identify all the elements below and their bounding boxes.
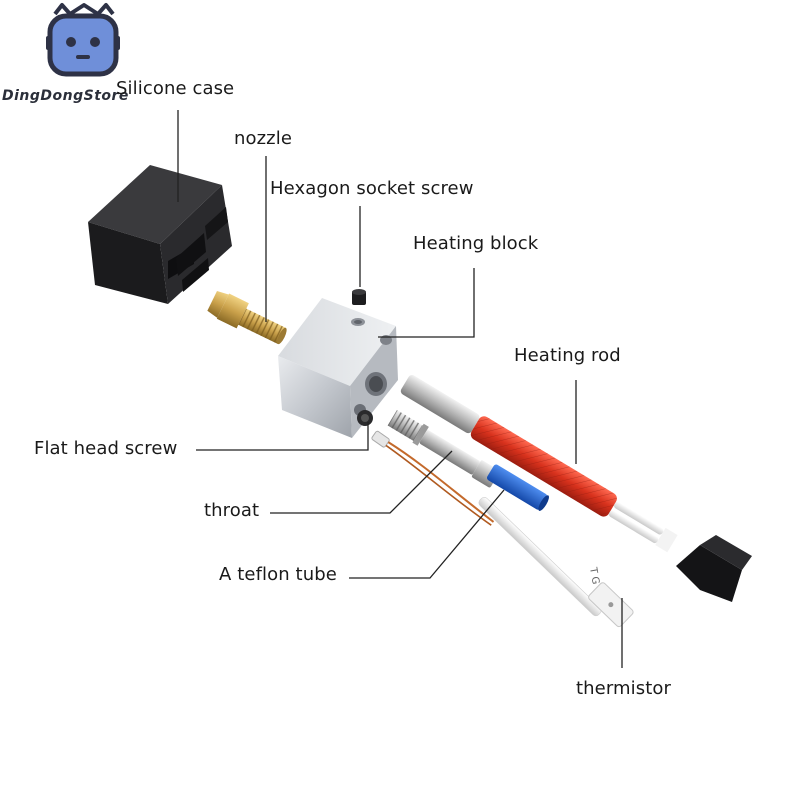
flat-head-screw [357,410,373,426]
label-throat: throat [204,500,260,521]
robot-mascot-icon [46,3,120,77]
label-nozzle: nozzle [234,128,292,149]
label-heating-block: Heating block [413,233,539,254]
label-silicone-case: Silicone case [116,78,235,99]
silicone-case [88,165,232,304]
leader-lines [177,110,623,668]
label-heating-rod: Heating rod [514,345,621,366]
nozzle [207,290,287,345]
label-teflon-tube: A teflon tube [219,564,337,585]
label-hexagon-socket-screw: Hexagon socket screw [270,178,474,199]
brand-logo [46,3,120,77]
heating-block [278,298,398,438]
teflon-tube [486,464,549,511]
label-thermistor: thermistor [576,678,672,699]
hexagon-socket-screw [352,289,366,305]
heating-rod [400,375,752,602]
heating-rod-connector [676,535,752,602]
leader-flat-head-screw [196,422,369,451]
throat [387,410,500,488]
leader-teflon-tube [349,489,505,579]
thermistor: T G [371,430,634,628]
thermistor-print: T G [587,566,601,586]
leader-throat [270,450,453,514]
brand-name: DingDongStore [2,88,129,104]
label-flat-head-screw: Flat head screw [34,438,178,459]
leader-heating-block [378,268,475,338]
